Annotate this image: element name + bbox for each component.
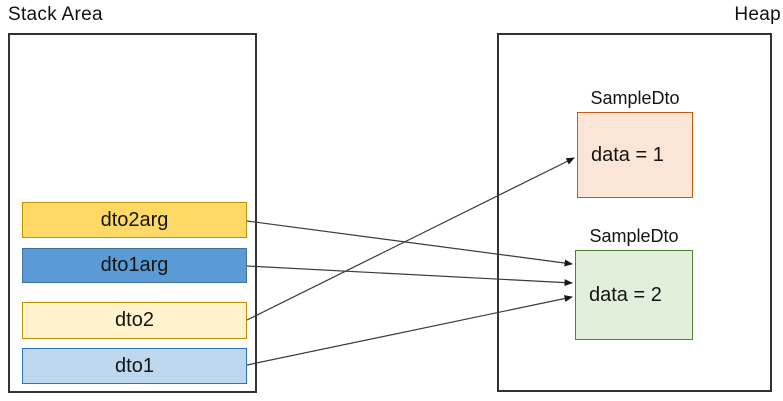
heap-object-1-box: data = 1 (577, 112, 693, 198)
heap-object-1-type-label: SampleDto (590, 88, 680, 108)
stack-var-dto2-label: dto2 (115, 309, 154, 331)
heap-object-2-box: data = 2 (575, 250, 693, 340)
heap-object-2-type-label: SampleDto (589, 226, 679, 246)
heap-object-1-value: data = 1 (591, 143, 664, 166)
stack-var-dto1: dto1 (22, 348, 247, 384)
stack-area-title: Stack Area (8, 4, 103, 25)
stack-var-dto1-label: dto1 (115, 354, 154, 377)
stack-var-dto2arg: dto2arg (22, 202, 247, 238)
stack-var-dto2: dto2 (22, 302, 247, 339)
stack-var-dto1arg: dto1arg (22, 248, 247, 283)
stack-var-dto1arg-label: dto1arg (100, 254, 169, 276)
heap-title: Heap (734, 4, 781, 25)
heap-object-2-value: data = 2 (589, 283, 662, 306)
stack-var-dto2arg-label: dto2arg (100, 208, 169, 231)
